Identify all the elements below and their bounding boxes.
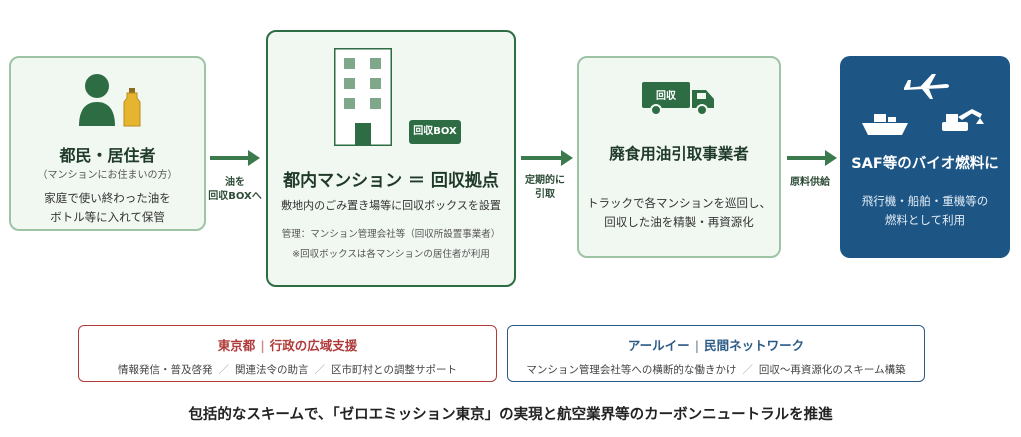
arrow2-line2: 引取 <box>535 189 555 200</box>
resident-body-line2: ボトル等に入れて保管 <box>50 210 165 224</box>
arrow-to-mansion <box>210 150 260 166</box>
ri-item: マンション管理会社等への横断的な働きかけ <box>526 364 737 376</box>
airplane-icon <box>904 74 949 99</box>
arrow-to-saf <box>787 150 837 166</box>
tokyo-support-title: 東京都|行政の広域支援 <box>217 338 358 353</box>
ship-icon <box>862 114 908 135</box>
truck-icon: 回収 <box>642 82 714 116</box>
ri-support-items: マンション管理会社等への横断的な働きかけ／回収〜再資源化のスキーム構築 <box>526 364 906 376</box>
collector-body-line1: トラックで各マンションを巡回し、 <box>587 196 771 210</box>
mansion-title: 都内マンション ＝ 回収拠点 <box>283 171 499 191</box>
mansion-note2: ※回収ボックスは各マンションの居住者が利用 <box>292 249 490 260</box>
tokyo-label: 東京都 <box>217 338 256 353</box>
ri-support-box: アールイー|民間ネットワーク マンション管理会社等への横断的な働きかけ／回収〜再… <box>507 325 925 382</box>
saf-title: SAF等のバイオ燃料に <box>851 156 999 172</box>
excavator-icon <box>942 109 984 131</box>
tokyo-support-box: 東京都|行政の広域支援 情報発信・普及啓発／関連法令の助言／区市町村との調整サポ… <box>78 325 497 382</box>
footer-summary: 包括的なスキームで、「ゼロエミッション東京」の実現と航空業界等のカーボンニュート… <box>188 407 833 423</box>
mansion-card: 回収BOX 都内マンション ＝ 回収拠点 敷地内のごみ置き場等に回収ボックスを設… <box>266 30 516 287</box>
resident-title: 都民・居住者 <box>59 146 156 165</box>
person-icon <box>79 74 115 126</box>
tokyo-item: 区市町村との調整サポート <box>331 364 457 376</box>
ri-support-title: アールイー|民間ネットワーク <box>627 338 805 353</box>
arrow2-line1: 定期的に <box>525 175 565 186</box>
mansion-note1: 管理：マンション管理会社等（回収所設置事業者） <box>281 229 501 240</box>
saf-body-line2: 燃料として利用 <box>884 213 966 227</box>
collector-body-line2: 回収した油を精製・再資源化 <box>604 215 754 229</box>
saf-card: SAF等のバイオ燃料に 飛行機・船舶・重機等の 燃料として利用 <box>840 56 1010 258</box>
building-icon <box>334 48 392 146</box>
saf-body-line1: 飛行機・船舶・重機等の <box>861 194 989 208</box>
resident-body: 家庭で使い終わった油を ボトル等に入れて保管 <box>11 189 204 227</box>
oil-bottle-icon <box>123 88 141 127</box>
tokyo-item: 情報発信・普及啓発 <box>118 364 213 376</box>
resident-card: 都民・居住者 （マンションにお住まいの方） 家庭で使い終わった油を ボトル等に入… <box>9 56 206 231</box>
ri-role: 民間ネットワーク <box>704 338 805 353</box>
saf-body: 飛行機・船舶・重機等の 燃料として利用 <box>840 192 1010 230</box>
collector-body: トラックで各マンションを巡回し、 回収した油を精製・再資源化 <box>579 194 779 232</box>
resident-body-line1: 家庭で使い終わった油を <box>44 191 171 205</box>
ri-item: 回収〜再資源化のスキーム構築 <box>758 364 906 376</box>
collection-box-badge: 回収BOX <box>409 120 461 144</box>
arrow-to-collector-label: 定期的に 引取 <box>516 174 574 202</box>
tokyo-item: 関連法令の助言 <box>235 364 309 376</box>
arrow-to-collector <box>521 150 573 166</box>
arrow3-line1: 原料供給 <box>790 177 830 188</box>
arrow1-line2: 回収BOXへ <box>208 191 262 202</box>
tokyo-support-items: 情報発信・普及啓発／関連法令の助言／区市町村との調整サポート <box>118 364 457 376</box>
mansion-body: 敷地内のごみ置き場等に回収ボックスを設置 <box>281 199 501 212</box>
truck-label: 回収 <box>656 90 677 102</box>
collector-card: 回収 廃食用油引取事業者 トラックで各マンションを巡回し、 回収した油を精製・再… <box>577 56 781 258</box>
tokyo-role: 行政の広域支援 <box>269 338 358 353</box>
collector-title: 廃食用油引取事業者 <box>609 145 749 163</box>
arrow1-line1: 油を <box>225 177 245 188</box>
collection-box-label: 回収BOX <box>413 126 457 137</box>
ri-label: アールイー <box>627 338 690 353</box>
arrow-to-mansion-label: 油を 回収BOXへ <box>203 176 267 204</box>
resident-subtitle: （マンションにお住まいの方） <box>37 170 178 181</box>
arrow-to-saf-label: 原料供給 <box>780 176 840 190</box>
